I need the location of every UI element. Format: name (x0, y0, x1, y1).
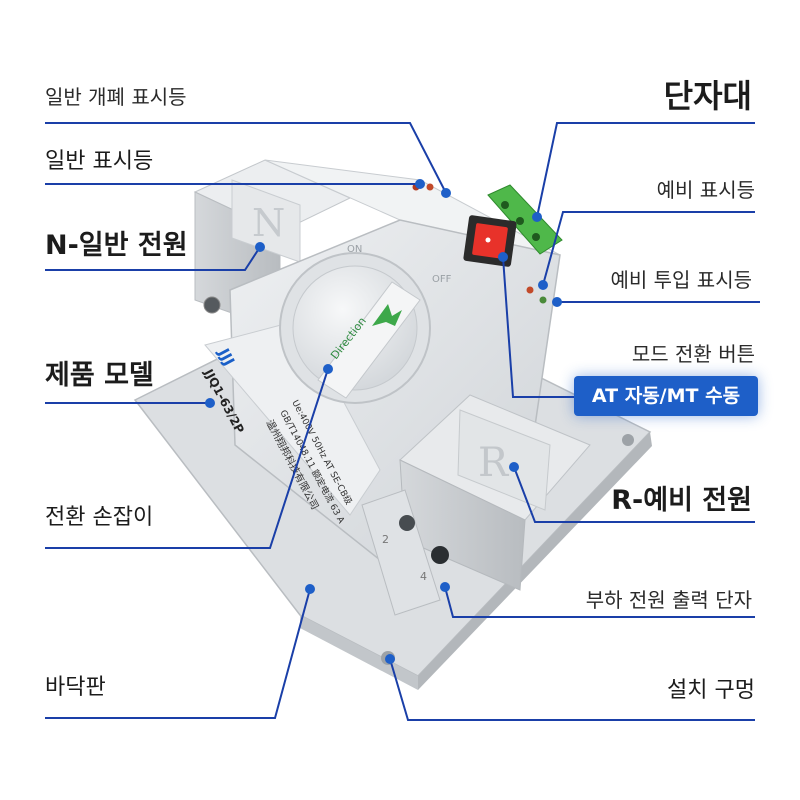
leader-terminal (536, 122, 755, 218)
leader-backup (542, 211, 755, 286)
screw-left (203, 296, 221, 314)
label-switch-handle: 전환 손잡이 (45, 505, 154, 530)
dot-r-power (509, 462, 519, 472)
terminal-screw-3 (532, 233, 540, 241)
label-n-general-power: N-일반 전원 (45, 230, 188, 261)
n-mark: N (252, 201, 285, 245)
leader-general-switch (45, 122, 447, 194)
label-product-model: 제품 모델 (45, 360, 154, 391)
terminal-screw (501, 201, 509, 209)
base-plate-edge-right (418, 432, 652, 690)
direction-arrow (372, 304, 402, 326)
model-label-area (204, 319, 381, 516)
leader-lines (45, 122, 760, 721)
leader-r-power (513, 466, 755, 523)
leader-mode-button (502, 256, 576, 398)
dot-backup-engage (552, 297, 562, 307)
dot-general (415, 179, 425, 189)
label-mounting-hole: 설치 구멍 (667, 678, 755, 703)
terminal-screw-2 (516, 217, 524, 225)
mode-switch-mark (485, 237, 491, 243)
dot-mounting-hole (385, 654, 395, 664)
leader-handle (45, 368, 329, 549)
backup-engage-led (539, 296, 547, 304)
terminal-num-4: 4 (420, 570, 427, 583)
label-general-switch-indicator: 일반 개폐 표시등 (45, 85, 187, 109)
label-mode-switch-button: 모드 전환 버튼 (631, 342, 755, 366)
switch-handle-grip[interactable] (317, 281, 421, 399)
load-terminal-screw (399, 515, 415, 531)
label-backup-indicator: 예비 표시등 (656, 178, 755, 202)
r-housing-panel (457, 409, 551, 511)
leader-n-power (45, 246, 261, 271)
load-output-terminal-block (361, 489, 441, 616)
dot-mode-button (498, 252, 508, 262)
dot-n-power (255, 242, 265, 252)
leader-mounting-hole (389, 658, 755, 721)
general-switch-led (426, 183, 434, 191)
dot-backup (538, 280, 548, 290)
dot-base (305, 584, 315, 594)
leader-base (45, 588, 311, 719)
callout-dots (205, 179, 562, 664)
backup-led (526, 286, 534, 294)
terminal-num-2: 2 (382, 533, 389, 546)
leader-load-output (444, 586, 755, 618)
dot-load-output (440, 582, 450, 592)
label-terminal-block: 단자대 (663, 77, 752, 115)
label-backup-engage-indicator: 예비 투입 표시등 (610, 268, 752, 292)
r-mark: R (478, 440, 510, 486)
dot-terminal (532, 212, 542, 222)
mounting-hole-2 (622, 434, 634, 446)
base-plate-edge (300, 615, 418, 690)
dot-model (205, 398, 215, 408)
load-terminal-screw-2 (431, 546, 449, 564)
dot-handle (323, 364, 333, 374)
label-base-plate: 바닥판 (45, 675, 106, 700)
dot-general-switch (441, 188, 451, 198)
label-r-backup-power: R-예비 전원 (611, 485, 752, 516)
knob-off-mark: OFF (432, 274, 452, 285)
knob-on-mark: ON (347, 244, 362, 255)
mode-badge: AT 자동/MT 수동 (574, 376, 758, 416)
label-general-indicator: 일반 표시등 (45, 149, 154, 174)
label-load-output-terminal: 부하 전원 출력 단자 (585, 588, 752, 612)
